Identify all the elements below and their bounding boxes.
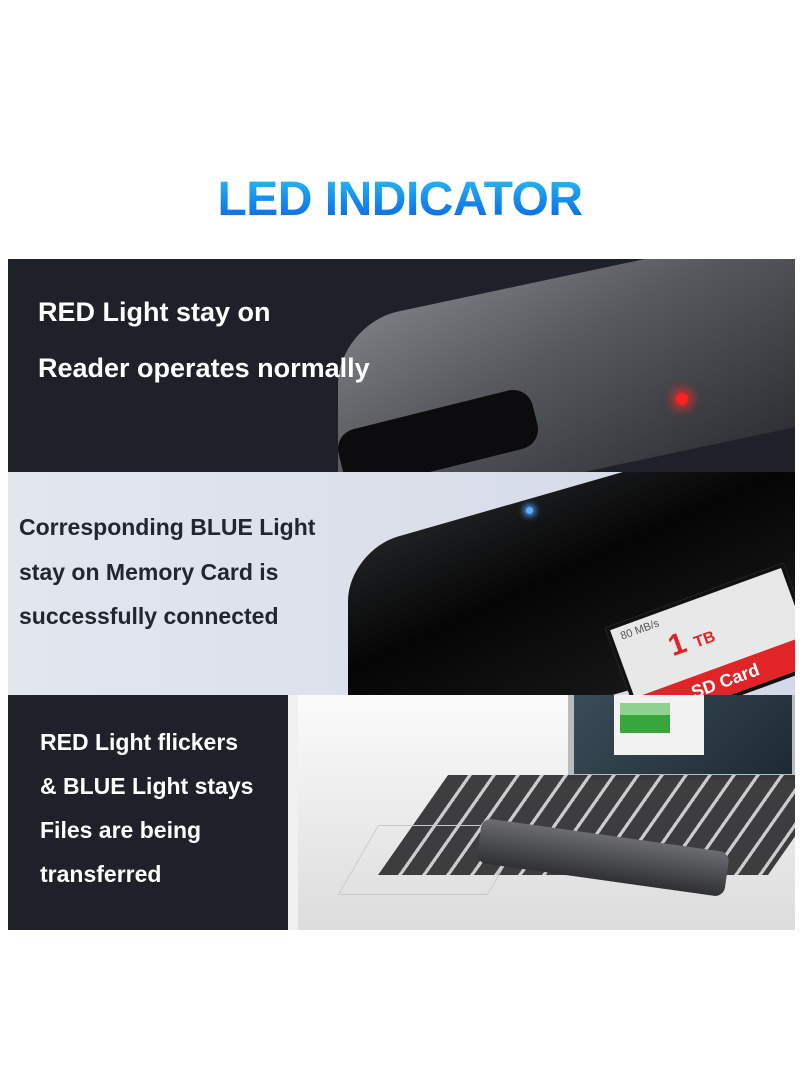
blue-led-icon <box>526 507 533 514</box>
caption-line: successfully connected <box>19 603 279 629</box>
caption-line: stay on Memory Card is <box>19 559 279 585</box>
laptop-image <box>298 695 795 930</box>
caption-line: RED Light flickers <box>40 729 239 755</box>
caption-line: Files are being <box>40 817 202 843</box>
panel-red-light: RED Light stay on Reader operates normal… <box>8 259 795 472</box>
caption-line: Corresponding BLUE Light <box>19 514 316 540</box>
page-title: LED INDICATOR <box>0 172 800 227</box>
caption-line: transferred <box>40 861 162 887</box>
laptop-screen <box>568 695 795 780</box>
card-speed: 80 MB/s <box>618 617 661 643</box>
red-led-icon <box>676 393 688 405</box>
caption-box: RED Light flickers & BLUE Light stays Fi… <box>8 695 288 930</box>
panel-blue-light: 1 TB 80 MB/s SD Card Corresponding BLUE … <box>8 472 795 695</box>
card-capacity: 1 TB <box>663 626 718 663</box>
caption-line: & BLUE Light stays <box>40 773 254 799</box>
caption-line: Reader operates normally <box>38 353 370 383</box>
panel-transfer: RED Light flickers & BLUE Light stays Fi… <box>8 695 795 930</box>
caption-line: RED Light stay on <box>38 297 271 327</box>
